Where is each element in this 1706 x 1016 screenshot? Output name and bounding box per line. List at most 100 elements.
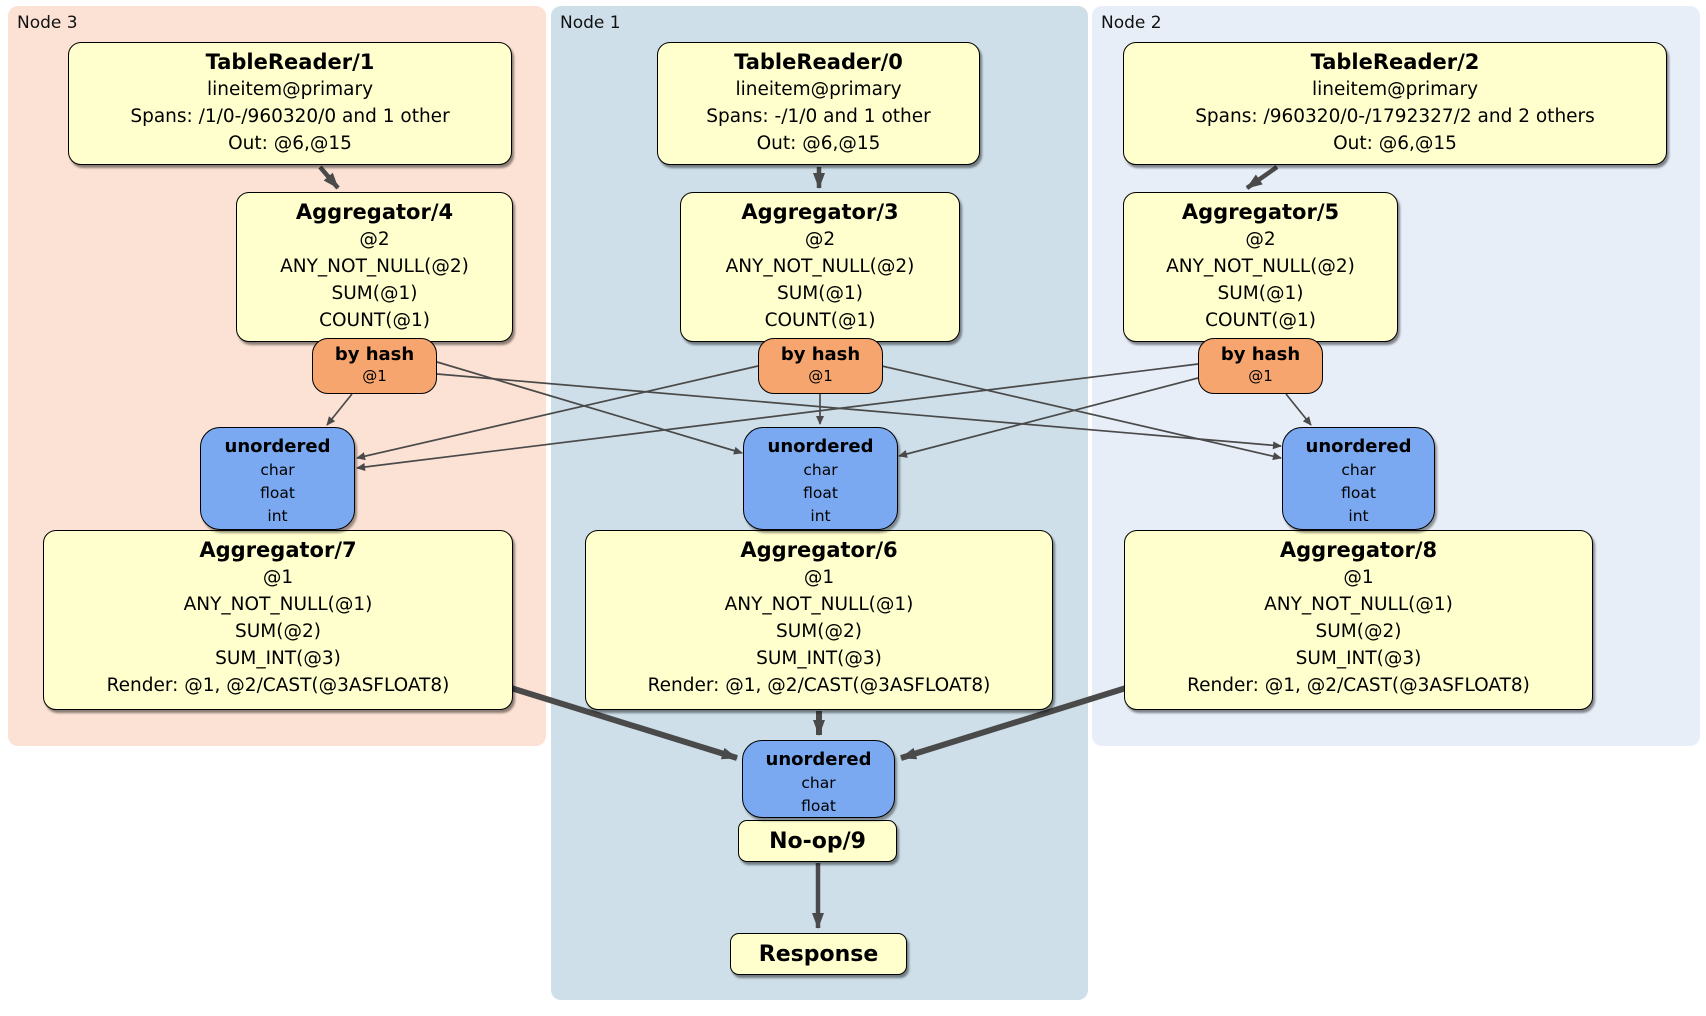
processor-detail-line: Render: @1, @2/CAST(@3ASFLOAT8)	[1187, 675, 1530, 696]
processor-title: TableReader/2	[1310, 50, 1480, 74]
processor-title: Aggregator/3	[741, 200, 899, 224]
sync-unordered-node3: unordered char float int	[200, 427, 355, 530]
edge-hash1-sync2	[881, 365, 1282, 461]
processor-tablereader-1: TableReader/1 lineitem@primary Spans: /1…	[68, 42, 512, 165]
edge-hash1-sync3	[356, 365, 759, 461]
edge-hash2-sync3	[356, 363, 1199, 471]
processor-detail-line: ANY_NOT_NULL(@1)	[724, 594, 914, 615]
processor-title: Response	[758, 941, 879, 967]
sync-title: unordered	[765, 749, 872, 770]
processor-detail-line: @1	[1343, 567, 1374, 588]
router-detail: @1	[362, 367, 387, 385]
processor-detail-line: @1	[262, 567, 294, 588]
router-detail: @1	[1248, 367, 1273, 385]
sync-column: float	[803, 484, 838, 502]
processor-detail-line: ANY_NOT_NULL(@1)	[1264, 594, 1453, 615]
processor-detail-line: Out: @6,@15	[756, 133, 881, 154]
processor-detail-line: ANY_NOT_NULL(@2)	[280, 256, 469, 277]
processor-detail-line: COUNT(@1)	[764, 310, 876, 331]
edge-hash3-sync3	[326, 393, 353, 426]
processor-detail-line: SUM_INT(@3)	[756, 648, 882, 669]
processor-aggregator-5: Aggregator/5 @2 ANY_NOT_NULL(@2) SUM(@1)…	[1123, 192, 1398, 342]
edge-tr1-ag4	[318, 165, 340, 190]
processor-aggregator-3: Aggregator/3 @2 ANY_NOT_NULL(@2) SUM(@1)…	[680, 192, 960, 342]
router-detail: @1	[808, 367, 833, 385]
processor-title: Aggregator/4	[295, 200, 454, 224]
edge-tr2-ag5	[1245, 165, 1279, 190]
edge-hash3-sync1	[436, 361, 743, 455]
sync-column: char	[1341, 461, 1376, 479]
processor-detail-line: Render: @1, @2/CAST(@3ASFLOAT8)	[647, 675, 991, 696]
processor-detail-line: @2	[359, 229, 390, 250]
processor-title: Aggregator/7	[199, 538, 357, 562]
region-node-1-label: Node 1	[560, 13, 621, 33]
edge-ag7-syncfinal	[510, 685, 738, 761]
router-title: by hash	[1220, 344, 1301, 365]
processor-detail-line: Out: @6,@15	[1333, 133, 1457, 154]
sync-title: unordered	[224, 436, 331, 457]
processor-detail-line: SUM(@2)	[235, 621, 321, 642]
processor-title: No-op/9	[769, 828, 866, 854]
edge-hash2-sync1	[898, 377, 1199, 458]
processor-detail-line: ANY_NOT_NULL(@1)	[183, 594, 373, 615]
sync-title: unordered	[767, 436, 874, 457]
processor-detail-line: Spans: /960320/0-/1792327/2 and 2 others	[1195, 106, 1595, 127]
processor-detail-line: @1	[803, 567, 835, 588]
processor-detail-line: Spans: -/1/0 and 1 other	[706, 106, 931, 127]
processor-detail-line: Spans: /1/0-/960320/0 and 1 other	[130, 106, 450, 127]
processor-detail-line: SUM(@2)	[1315, 621, 1402, 642]
processor-title: TableReader/0	[734, 50, 903, 74]
processor-title: TableReader/1	[205, 50, 375, 74]
sync-column: char	[260, 461, 295, 479]
processor-response: Response	[730, 933, 907, 975]
processor-detail-line: Out: @6,@15	[228, 133, 352, 154]
processor-title: Aggregator/8	[1279, 538, 1438, 562]
processor-detail-line: @2	[1245, 229, 1276, 250]
edge-hash2-sync2	[1285, 393, 1312, 426]
processor-detail-line: ANY_NOT_NULL(@2)	[725, 256, 915, 277]
processor-title: Aggregator/6	[740, 538, 898, 562]
sync-column: int	[1348, 507, 1369, 525]
processor-detail-line: SUM_INT(@3)	[215, 648, 341, 669]
sync-column: float	[1341, 484, 1376, 502]
processor-detail-line: @2	[804, 229, 836, 250]
processor-tablereader-0: TableReader/0 lineitem@primary Spans: -/…	[657, 42, 980, 165]
processor-aggregator-8: Aggregator/8 @1 ANY_NOT_NULL(@1) SUM(@2)…	[1124, 530, 1593, 710]
sync-column: char	[803, 461, 838, 479]
region-node-2-label: Node 2	[1101, 13, 1162, 33]
router-by-hash-node2: by hash @1	[1198, 338, 1323, 394]
processor-title: Aggregator/5	[1181, 200, 1340, 224]
processor-detail-line: ANY_NOT_NULL(@2)	[1166, 256, 1355, 277]
sync-column: float	[801, 797, 836, 815]
region-node-3-label: Node 3	[17, 13, 78, 33]
processor-detail-line: SUM(@1)	[1217, 283, 1304, 304]
processor-detail-line: Render: @1, @2/CAST(@3ASFLOAT8)	[106, 675, 450, 696]
sync-column: int	[810, 507, 831, 525]
processor-detail-line: lineitem@primary	[1311, 79, 1479, 100]
router-by-hash-node3: by hash @1	[312, 338, 437, 394]
processor-detail-line: lineitem@primary	[735, 79, 902, 100]
processor-aggregator-7: Aggregator/7 @1 ANY_NOT_NULL(@1) SUM(@2)…	[43, 530, 513, 710]
sync-unordered-node2: unordered char float int	[1282, 427, 1435, 530]
processor-aggregator-6: Aggregator/6 @1 ANY_NOT_NULL(@1) SUM(@2)…	[585, 530, 1053, 710]
processor-detail-line: SUM_INT(@3)	[1295, 648, 1422, 669]
router-title: by hash	[780, 344, 861, 365]
router-by-hash-node1: by hash @1	[758, 338, 883, 394]
processor-detail-line: SUM(@1)	[777, 283, 863, 304]
sync-unordered-final: unordered char float	[742, 740, 895, 818]
processor-aggregator-4: Aggregator/4 @2 ANY_NOT_NULL(@2) SUM(@1)…	[236, 192, 513, 342]
processor-tablereader-2: TableReader/2 lineitem@primary Spans: /9…	[1123, 42, 1667, 165]
sync-column: int	[267, 507, 288, 525]
router-title: by hash	[334, 344, 415, 365]
sync-unordered-node1: unordered char float int	[743, 427, 898, 530]
edge-ag8-syncfinal	[900, 685, 1127, 761]
processor-detail-line: SUM(@2)	[776, 621, 862, 642]
processor-detail-line: COUNT(@1)	[1205, 310, 1316, 331]
sync-column: char	[801, 774, 836, 792]
processor-detail-line: COUNT(@1)	[319, 310, 430, 331]
processor-noop-9: No-op/9	[738, 820, 897, 862]
processor-detail-line: lineitem@primary	[206, 79, 374, 100]
sync-title: unordered	[1305, 436, 1412, 457]
